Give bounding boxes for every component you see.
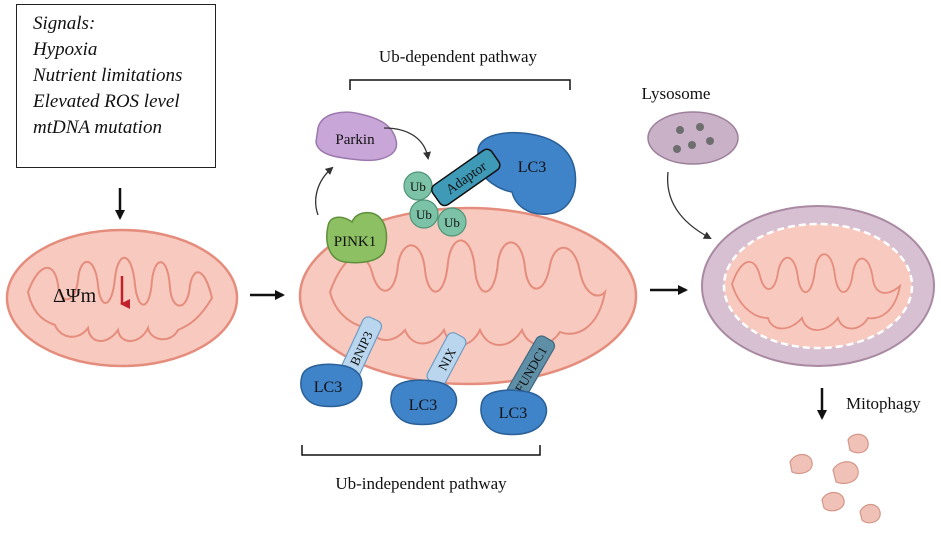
ub-label: Ub [444, 215, 460, 230]
parkin-protein: Parkin [315, 111, 398, 162]
pink1-to-parkin-arrow [315, 166, 334, 216]
pink1-label: PINK1 [334, 234, 377, 250]
signal-item: Hypoxia [33, 39, 98, 60]
ub-independent-bracket: Ub-independent pathway [301, 445, 541, 493]
left-mitochondrion: ΔΨm [5, 228, 239, 368]
signals-box: Signals: Hypoxia Nutrient limitations El… [16, 4, 216, 168]
ub-dependent-label: Ub-dependent pathway [379, 47, 538, 66]
lc3-label: LC3 [518, 159, 546, 176]
parkin-label: Parkin [335, 132, 375, 148]
ub-label: Ub [410, 179, 426, 194]
signals-title: Signals: [33, 13, 96, 34]
degraded-fragments [789, 433, 881, 524]
signal-item: Nutrient limitations [33, 65, 183, 86]
lysosome-label: Lysosome [642, 84, 711, 103]
delta-psi-label: ΔΨm [53, 285, 97, 307]
mitolysosome [701, 205, 935, 367]
ub-label: Ub [416, 207, 432, 222]
lc3-top: LC3 [477, 131, 577, 215]
lysosome-fusion-arrow [666, 171, 712, 239]
ub-chain: Ub Ub Ub [403, 171, 467, 237]
ub-independent-label: Ub-independent pathway [335, 474, 507, 493]
signal-item: mtDNA mutation [33, 117, 162, 138]
mitophagy-label: Mitophagy [846, 394, 921, 413]
lysosome: Lysosome [642, 84, 739, 165]
lc3-label: LC3 [499, 405, 527, 422]
lc3-label: LC3 [409, 397, 437, 414]
ub-dependent-bracket: Ub-dependent pathway [349, 47, 571, 90]
signal-item: Elevated ROS level [33, 91, 180, 112]
nix-complex: NIX LC3 [390, 332, 467, 426]
pink1-protein: PINK1 [326, 211, 388, 264]
lc3-label: LC3 [314, 379, 342, 396]
parkin-to-ub-arrow [383, 127, 431, 160]
